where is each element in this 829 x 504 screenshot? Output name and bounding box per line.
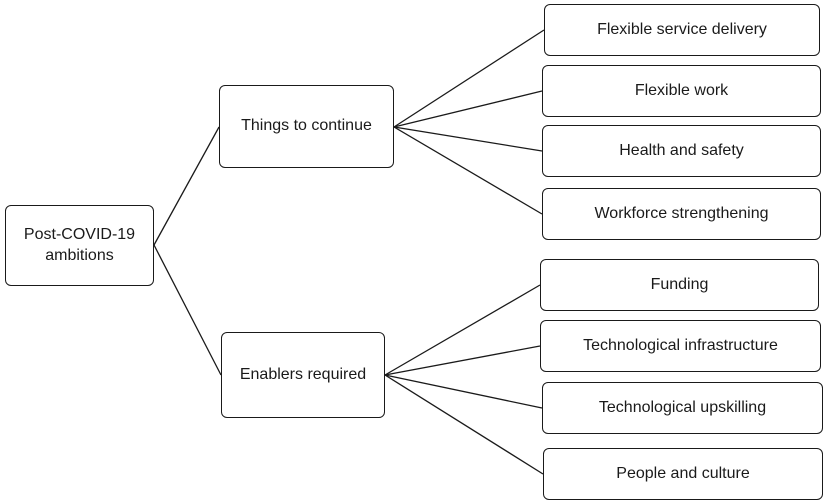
- connector-enablers-to-technological-upskilling: [384, 374, 543, 409]
- connector-enablers-to-funding: [384, 284, 541, 376]
- connector-continue-to-flexible-work: [393, 90, 543, 128]
- leaf-node-technological-upskilling: Technological upskilling: [542, 382, 823, 434]
- leaf-node-label: Flexible service delivery: [597, 20, 767, 38]
- connector-enablers-to-technological-infrastructure: [384, 345, 541, 376]
- branch-node-label: Things to continue: [241, 117, 372, 135]
- leaf-node-label: Funding: [650, 275, 709, 293]
- leaf-node-flexible-service-delivery: Flexible service delivery: [544, 4, 820, 56]
- connector-enablers-to-people-and-culture: [384, 374, 544, 475]
- leaf-node-label: Workforce strengthening: [594, 204, 769, 222]
- root-node-post-covid-19-ambitions: Post-COVID-19 ambitions: [5, 205, 154, 286]
- branch-node-enablers-required: Enablers required: [221, 332, 385, 418]
- connector-continue-to-flexible-service-delivery: [393, 29, 545, 128]
- leaf-node-flexible-work: Flexible work: [542, 65, 821, 117]
- leaf-node-health-and-safety: Health and safety: [542, 125, 821, 177]
- leaf-node-workforce-strengthening: Workforce strengthening: [542, 188, 821, 240]
- leaf-node-label: Technological upskilling: [598, 398, 767, 416]
- leaf-node-technological-infrastructure: Technological infrastructure: [540, 320, 821, 372]
- leaf-node-label: People and culture: [616, 464, 750, 482]
- connector-continue-to-health-and-safety: [393, 126, 543, 152]
- branch-node-label: Enablers required: [239, 365, 367, 383]
- connector-root-to-enablers: [153, 244, 222, 376]
- connector-root-to-continue: [153, 126, 220, 246]
- root-node-label: Post-COVID-19 ambitions: [23, 225, 136, 264]
- leaf-node-label: Health and safety: [619, 141, 744, 159]
- leaf-node-label: Flexible work: [634, 81, 729, 99]
- leaf-node-funding: Funding: [540, 259, 819, 311]
- leaf-node-label: Technological infrastructure: [583, 336, 778, 354]
- branch-node-things-to-continue: Things to continue: [219, 85, 394, 168]
- leaf-node-people-and-culture: People and culture: [543, 448, 823, 500]
- connector-continue-to-workforce-strengthening: [393, 126, 543, 215]
